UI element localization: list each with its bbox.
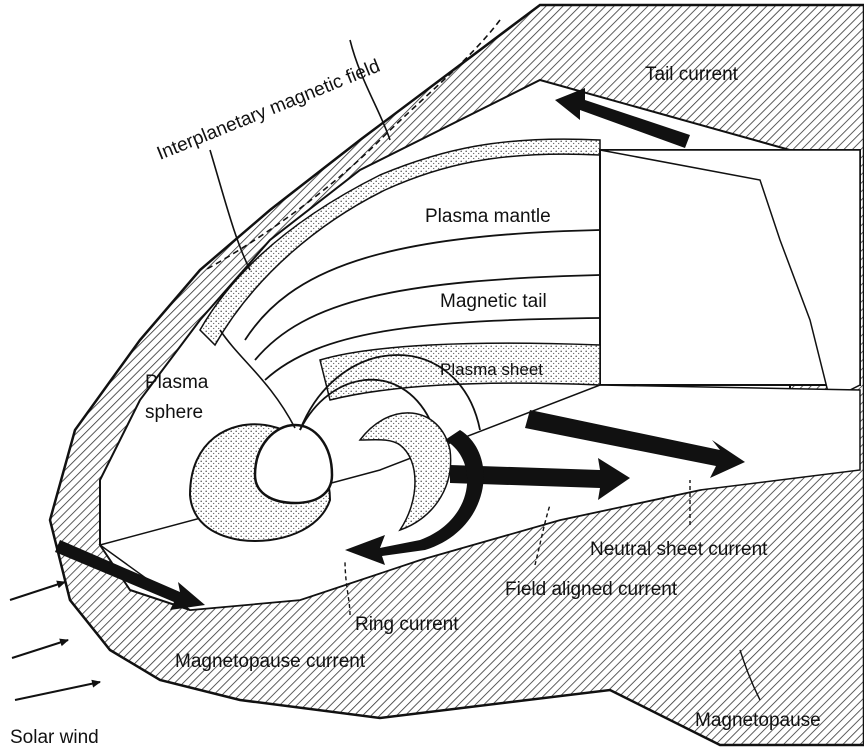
label-plasma-mantle: Plasma mantle	[425, 206, 551, 227]
label-magnetopause: Magnetopause	[695, 710, 821, 731]
label-field-aligned-current: Field aligned current	[505, 579, 678, 600]
label-ring-current: Ring current	[355, 614, 459, 635]
imf-line	[350, 40, 390, 140]
label-plasma-sheet: Plasma sheet	[440, 360, 543, 379]
label-plasma-sphere-line1: Plasma	[145, 372, 209, 393]
label-solar-wind: Solar wind	[10, 727, 99, 748]
label-plasma-sphere-line2: sphere	[145, 402, 203, 423]
solar-wind-arrow	[12, 640, 68, 658]
label-tail-current: Tail current	[645, 64, 739, 85]
solar-wind-arrow	[15, 682, 100, 700]
label-neutral-sheet-current: Neutral sheet current	[590, 539, 768, 560]
label-magnetic-tail: Magnetic tail	[440, 291, 547, 312]
solar-wind-arrow	[10, 582, 65, 600]
label-magnetopause-current: Magnetopause current	[175, 651, 366, 672]
